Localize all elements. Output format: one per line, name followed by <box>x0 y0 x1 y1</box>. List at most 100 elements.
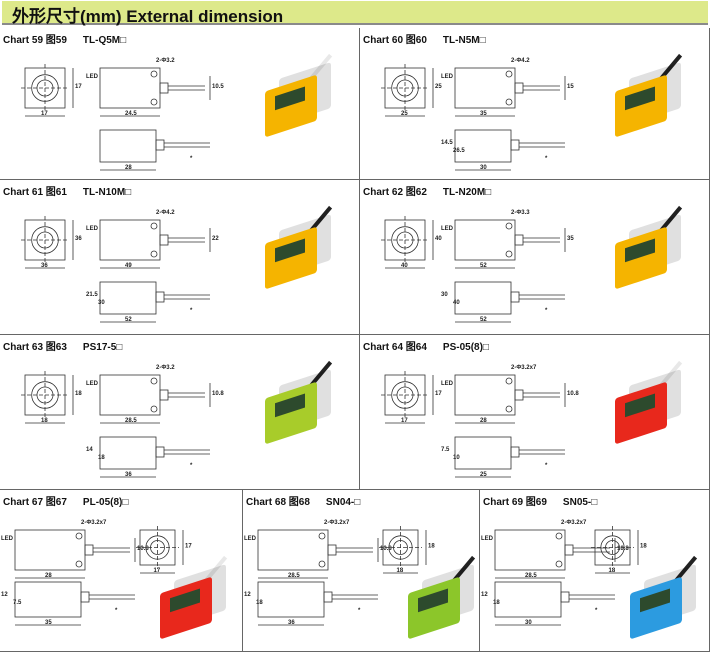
dim-label: 28.5 <box>125 418 137 424</box>
led-label: LED <box>441 226 454 232</box>
chart-cn: 图62 <box>405 187 427 198</box>
dim-label: 18 <box>493 600 500 606</box>
chart-cn: 图68 <box>288 497 310 508</box>
chart-cn: 图59 <box>45 35 67 46</box>
dim-label: 10.8 <box>617 546 629 552</box>
dim-label: 30 <box>525 620 532 626</box>
product-label <box>275 238 305 263</box>
dim-label: 30 <box>98 300 105 306</box>
cable-note: * <box>190 463 193 469</box>
dim-label: 12 <box>481 592 488 598</box>
dim-label: 17 <box>185 544 192 550</box>
bottom-view <box>454 129 512 163</box>
product-label <box>625 393 655 418</box>
side-view <box>257 529 329 571</box>
model-name: PS-05(8)□ <box>442 342 489 353</box>
dim-label: 28 <box>125 165 132 171</box>
chart-title: Chart 61 图61 TL-N10M□ <box>3 183 131 198</box>
led-label: LED <box>1 536 14 542</box>
dim-label: 10.8 <box>380 546 392 552</box>
dim-label: 26.5 <box>453 148 465 154</box>
cable-note: * <box>190 308 193 314</box>
model-name: SN04-□ <box>325 497 361 508</box>
dim-label: 49 <box>125 263 132 269</box>
chart-cn: 图67 <box>45 497 67 508</box>
dim-label: 36 <box>41 263 48 269</box>
product-label <box>418 588 448 613</box>
dim-label: 18 <box>397 568 404 574</box>
dim-label: 2-Φ4.2 <box>511 58 530 64</box>
model-name: TL-N10M□ <box>82 187 132 198</box>
dim-label: 52 <box>480 317 487 323</box>
chart-cn: 图60 <box>405 35 427 46</box>
dim-label: 2-Φ3.2x7 <box>324 520 350 526</box>
dim-label: 35 <box>45 620 52 626</box>
dim-label: 2-Φ4.2 <box>156 210 175 216</box>
dim-label: 36 <box>75 236 82 242</box>
dim-label: 28.5 <box>288 573 300 579</box>
model-name: TL-N20M□ <box>442 187 492 198</box>
dim-label: 18 <box>41 418 48 424</box>
dim-label: 25 <box>435 84 442 90</box>
dim-label: 2-Φ3.2x7 <box>511 365 537 371</box>
dim-label: 24.5 <box>125 111 137 117</box>
chart-number: Chart 59 <box>3 35 44 46</box>
product-label <box>275 393 305 418</box>
dim-label: 12 <box>244 592 251 598</box>
bottom-view <box>99 129 157 163</box>
dim-label: 17 <box>75 84 82 90</box>
section-title: 外形尺寸(mm) External dimension <box>12 7 284 26</box>
dim-label: 28 <box>45 573 52 579</box>
dim-label: 12 <box>1 592 8 598</box>
dim-label: 35 <box>480 111 487 117</box>
chart-number: Chart 67 <box>3 497 44 508</box>
model-name: TL-Q5M□ <box>82 35 127 46</box>
side-view <box>14 529 86 571</box>
dim-label: 18 <box>98 455 105 461</box>
cable-note: * <box>358 608 361 614</box>
led-label: LED <box>86 381 99 387</box>
chart-cn: 图61 <box>45 187 67 198</box>
dim-label: 10.8 <box>137 546 149 552</box>
cable-note: * <box>545 156 548 162</box>
dim-label: 2-Φ3.2x7 <box>561 520 587 526</box>
dim-label: 2-Φ3.3 <box>511 210 530 216</box>
dim-label: 17 <box>435 391 442 397</box>
dim-label: 2-Φ3.2 <box>156 365 175 371</box>
section-header: 外形尺寸(mm) External dimension <box>2 1 708 26</box>
chart-title: Chart 59 图59 TL-Q5M□ <box>3 31 126 46</box>
led-label: LED <box>244 536 257 542</box>
dim-label: 10.5 <box>212 84 224 90</box>
dim-label: 18 <box>256 600 263 606</box>
chart-number: Chart 61 <box>3 187 44 198</box>
dim-label: 30 <box>441 292 448 298</box>
dim-label: 25 <box>480 472 487 478</box>
chart-cn: 图63 <box>45 342 67 353</box>
chart-number: Chart 64 <box>363 342 404 353</box>
dim-label: 52 <box>480 263 487 269</box>
bottom-view <box>14 581 82 618</box>
led-label: LED <box>441 74 454 80</box>
dim-label: 10.8 <box>567 391 579 397</box>
dim-label: 7.5 <box>441 447 450 453</box>
led-label: LED <box>441 381 454 387</box>
bottom-view <box>257 581 325 618</box>
chart-number: Chart 69 <box>483 497 524 508</box>
dim-label: 15 <box>567 84 574 90</box>
